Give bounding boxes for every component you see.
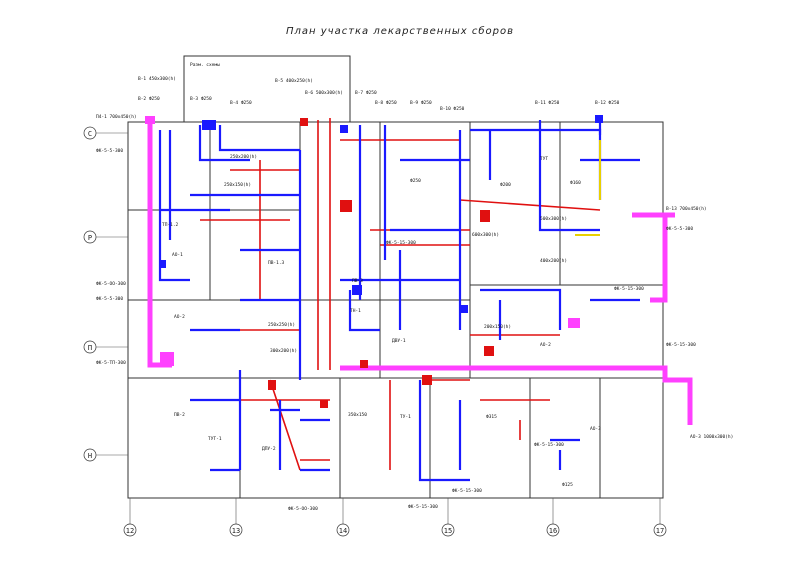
axis-col-3: 14	[339, 527, 347, 535]
plan-title: План участка лекарственных сборов	[285, 26, 515, 37]
axis-col-5: 16	[549, 527, 557, 535]
tag-int-1: 250х200(h)	[230, 154, 257, 160]
axis-row-3: П	[88, 344, 92, 352]
tag-right-1: В-13 700х450(h)	[666, 206, 707, 212]
tag-int-13: 600х300(h)	[472, 232, 499, 238]
exhaust-ducts	[190, 118, 601, 471]
tag-top-6: В-6 500х300(h)	[305, 90, 343, 96]
tag-int-28: АО-3	[590, 426, 601, 432]
tag-top-9: В-9 Ф250	[410, 100, 432, 106]
tag-top-7: В-7 Ф250	[355, 90, 377, 96]
tag-left-5: ФК-5-ТП-300	[96, 360, 126, 366]
tag-top-8: В-8 Ф250	[375, 100, 397, 106]
axis-row-1: С	[88, 130, 92, 138]
axis-col-1: 12	[126, 527, 134, 535]
axis-bubble-row	[83, 126, 97, 140]
tag-left-2: ФК-5-5-300	[96, 148, 123, 154]
outer-wall	[127, 121, 664, 499]
tag-int-17: АО-2	[540, 342, 551, 348]
tag-int-8: 300х200(h)	[270, 348, 297, 354]
row-axes: С Р П Н	[83, 126, 128, 462]
tag-bottom-3: ФК-5-15-300	[452, 488, 482, 494]
tag-right-3: ФК-5-15-300	[614, 286, 644, 292]
axis-row-4: Н	[88, 452, 92, 460]
tag-int-24: ДПУ-2	[262, 446, 276, 452]
tag-int-22: ПВ-2	[174, 412, 185, 418]
tag-right-2: ФК-5-5-300	[666, 226, 693, 232]
annotations: Разм. схемы В-1 450х300(h) В-2 Ф250 В-3 …	[96, 62, 733, 512]
axis-bubble-row	[83, 230, 97, 244]
tag-int-12: ДВУ-1	[392, 338, 406, 344]
tag-left-4: ФК-5-5-300	[96, 296, 123, 302]
tag-int-10: ПВ-3	[352, 278, 363, 284]
tag-bottom-1: ФК-5-ОО-300	[288, 506, 318, 512]
top-annex-wall	[183, 55, 351, 123]
tag-int-19: Ф250	[410, 178, 421, 184]
tag-int-26: ТУ-1	[400, 414, 411, 420]
tag-left-3: ФК-5-ОО-300	[96, 281, 126, 287]
tag-right-4: ФК-5-15-300	[666, 342, 696, 348]
tag-int-5: АО-2	[174, 314, 185, 320]
room-label: Разм. схемы	[190, 62, 220, 68]
tag-int-11: ТН-1	[350, 308, 361, 314]
tag-bottom-2: ФК-5-15-300	[408, 504, 438, 510]
axis-col-4: 15	[444, 527, 452, 535]
tag-int-27: Ф315	[486, 414, 497, 420]
tag-top-2: В-2 Ф250	[138, 96, 160, 102]
column-axes: 12 13 14 15 16 17	[123, 498, 667, 537]
supply-ducts	[158, 120, 640, 482]
tag-left-1: П4-1 700х450(h)	[96, 114, 137, 120]
tag-int-29: ФК-5-15-300	[534, 442, 564, 448]
axis-bubble-row	[83, 340, 97, 354]
tag-int-3: ТП-1.2	[162, 222, 179, 228]
tag-int-18: ТУТ	[540, 156, 548, 162]
tag-int-6: ПВ-1.3	[268, 260, 285, 266]
axis-col-6: 17	[656, 527, 664, 535]
tag-top-11: В-11 Ф250	[535, 100, 560, 106]
tag-top-1: В-1 450х300(h)	[138, 76, 176, 82]
tag-int-23: ТУТ-1	[208, 436, 222, 442]
tag-int-16: 200х150(h)	[484, 324, 511, 330]
tag-right-5: АО-3 1000х300(h)	[690, 434, 733, 440]
tag-int-7: 250х250(h)	[268, 322, 295, 328]
tag-int-25: 350х150	[348, 412, 367, 418]
tag-top-4: В-4 Ф250	[230, 100, 252, 106]
axis-bubble-row	[83, 448, 97, 462]
tag-int-9: ФК-5-15-300	[386, 240, 416, 246]
axis-col-2: 13	[232, 527, 240, 535]
tag-int-4: АО-1	[172, 252, 183, 258]
tag-int-30: Ф125	[562, 482, 573, 488]
supply-fittings	[160, 115, 603, 313]
magenta-fittings	[145, 116, 580, 366]
tag-int-20: Ф200	[500, 182, 511, 188]
axis-row-2: Р	[88, 234, 92, 242]
magenta-ducts	[147, 120, 693, 425]
tag-int-15: 400х200(h)	[540, 258, 567, 264]
tag-top-10: В-10 Ф250	[440, 106, 465, 112]
yellow-ducts	[575, 140, 601, 236]
tag-int-14: 500х300(h)	[540, 216, 567, 222]
tag-top-12: В-12 Ф250	[595, 100, 620, 106]
tag-top-3: В-3 Ф250	[190, 96, 212, 102]
exhaust-fittings	[268, 118, 494, 408]
tag-int-21: Ф160	[570, 180, 581, 186]
tag-top-5: В-5 400х250(h)	[275, 78, 313, 84]
tag-int-2: 250х150(h)	[224, 182, 251, 188]
